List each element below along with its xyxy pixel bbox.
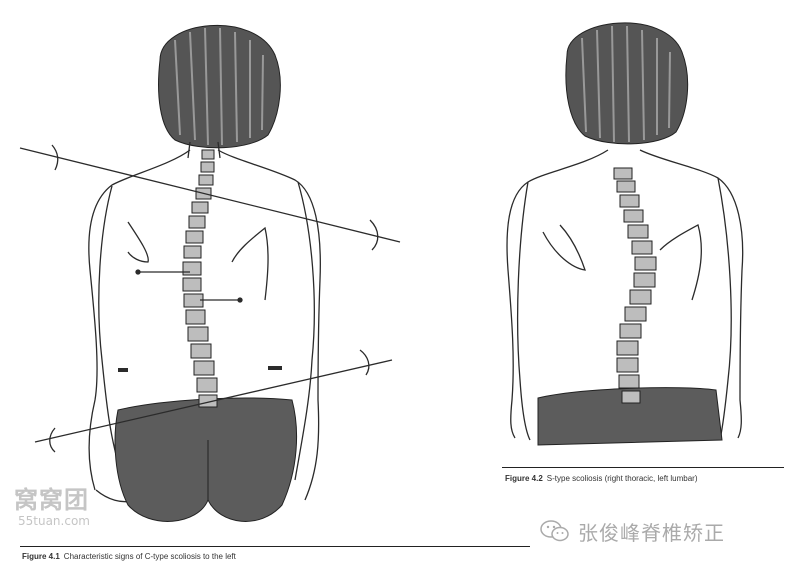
hair-figure-4-1 [158,24,281,159]
garment-figure-4-2 [537,387,723,446]
site-watermark-url: 55tuan.com [18,514,90,528]
brand-watermark: 张俊峰脊椎矫正 [540,516,725,546]
figure-4-2-number: Figure 4.2 [505,474,543,483]
figure-4-1-illustration [88,149,321,503]
site-watermark-logo: 窝窝团 [14,486,89,514]
spine-figure-4-1 [182,149,218,408]
figure-4-2-caption-text: S-type scoliosis (right thoracic, left l… [546,474,698,483]
figure-4-1-caption-text: Characteristic signs of C-type scoliosis… [63,552,236,561]
spine-figure-4-2 [613,167,657,404]
caption-rule-figure-4-1 [20,546,530,547]
figure-4-1-number: Figure 4.1 [22,552,60,561]
brand-watermark-text: 张俊峰脊椎矫正 [578,520,725,545]
site-watermark: 窝窝团 55tuan.com [14,486,152,542]
garment-figure-4-1 [114,397,298,522]
figure-4-2-illustration [506,149,744,441]
wechat-icon [540,520,569,542]
caption-rule-figure-4-2 [502,467,784,468]
tilt-lines-figure-4-1 [19,144,401,453]
hair-figure-4-2 [565,22,689,145]
